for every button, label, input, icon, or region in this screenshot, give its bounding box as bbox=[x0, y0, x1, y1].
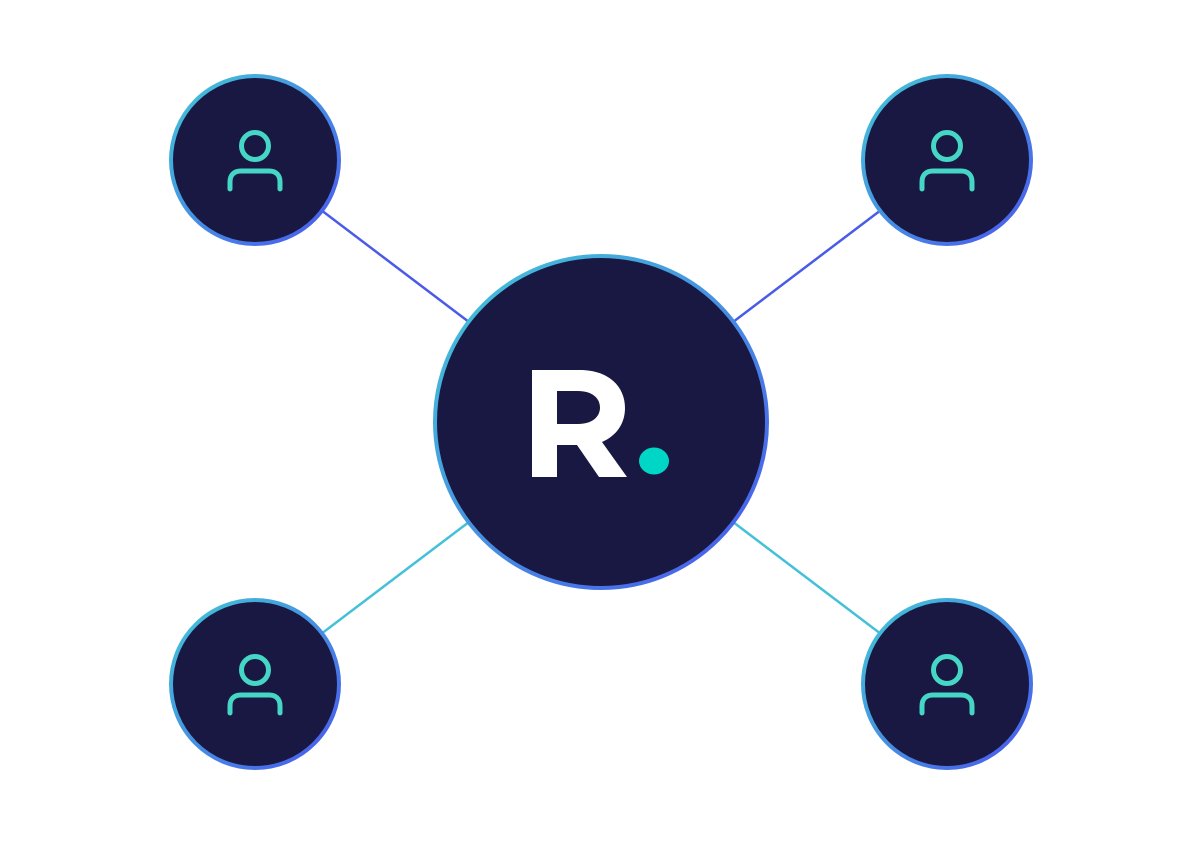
user-icon bbox=[227, 654, 283, 716]
user-node-top-right bbox=[861, 74, 1033, 246]
hub-node bbox=[433, 254, 769, 590]
user-node-bottom-right bbox=[861, 598, 1033, 770]
user-icon bbox=[227, 130, 283, 192]
user-node-bottom-left bbox=[169, 598, 341, 770]
user-icon bbox=[919, 654, 975, 716]
user-icon bbox=[919, 130, 975, 192]
brand-logo bbox=[532, 370, 669, 477]
user-node-top-left bbox=[169, 74, 341, 246]
